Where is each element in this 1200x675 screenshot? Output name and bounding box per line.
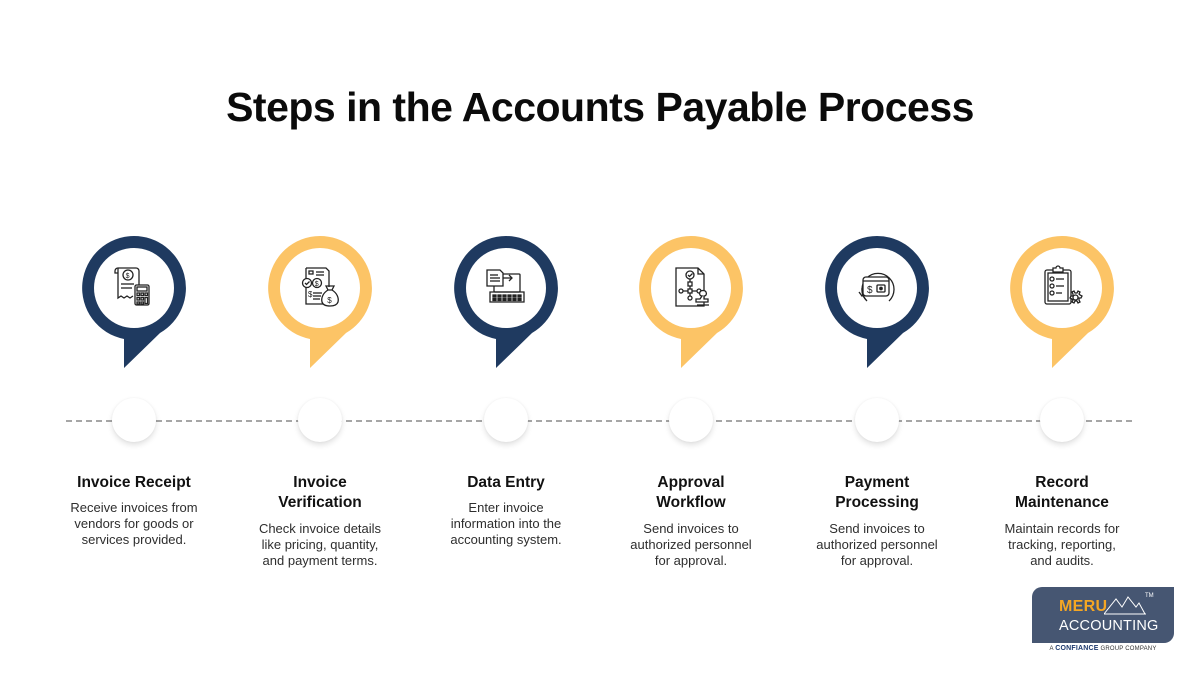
workflow-stamp-icon <box>675 267 709 307</box>
invoice-check-money-bag-icon: $ $ $ <box>301 267 339 307</box>
page-title: Steps in the Accounts Payable Process <box>226 84 974 130</box>
svg-text:$: $ <box>308 290 313 299</box>
timeline-node <box>298 398 342 442</box>
pin-marker: $ <box>82 236 186 370</box>
logo-name-top: MERU <box>1059 598 1108 615</box>
meru-accounting-logo: MERU TM ACCOUNTING <box>1032 587 1174 643</box>
timeline-node <box>669 398 713 442</box>
logo-name-bottom: ACCOUNTING <box>1059 618 1159 634</box>
timeline-node <box>484 398 528 442</box>
trademark: TM <box>1145 593 1154 599</box>
step-title: Data Entry <box>467 474 545 491</box>
timeline-node <box>1040 398 1084 442</box>
mountain-icon <box>1104 596 1146 615</box>
svg-text:$: $ <box>315 281 319 288</box>
pin-marker: $ $ $ <box>268 236 372 370</box>
timeline-node <box>112 398 156 442</box>
timeline-dashed-line <box>66 420 1132 422</box>
receipt-calculator-icon: $ <box>114 267 150 306</box>
step-title: Invoice Receipt <box>77 474 191 491</box>
timeline-node <box>855 398 899 442</box>
wallet-refresh-icon: $ <box>858 272 895 302</box>
pin-marker: $ <box>825 236 929 370</box>
logo-tagline: A CONFIANCE GROUP COMPANY <box>1049 645 1157 652</box>
pin-marker <box>639 236 743 370</box>
svg-text:$: $ <box>327 296 332 305</box>
pin-marker <box>454 236 558 370</box>
clipboard-gear-icon <box>1044 265 1083 305</box>
svg-text:$: $ <box>867 285 873 296</box>
laptop-data-entry-icon <box>486 269 525 303</box>
svg-text:$: $ <box>126 273 130 280</box>
pin-marker <box>1010 236 1114 370</box>
